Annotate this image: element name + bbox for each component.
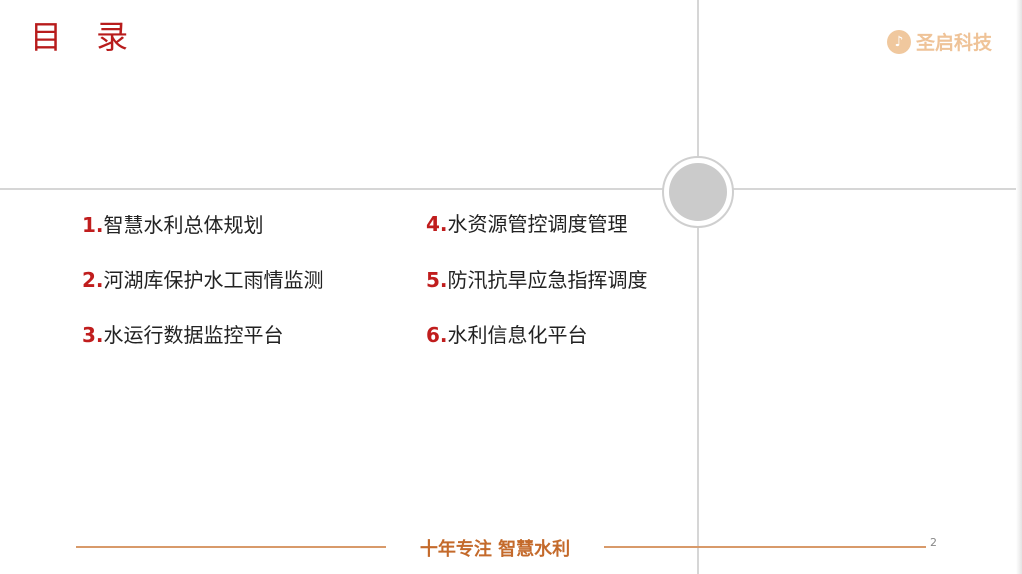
toc-item-2[interactable]: 2.河湖库保护水工雨情监测 xyxy=(82,264,324,293)
footer-line-right xyxy=(604,546,926,548)
toc-item-3[interactable]: 3.水运行数据监控平台 xyxy=(82,319,284,348)
toc-item-number: 5. xyxy=(426,268,448,292)
page-number: 2 xyxy=(930,536,937,549)
toc-item-number: 3. xyxy=(82,323,104,347)
toc-item-6[interactable]: 6.水利信息化平台 xyxy=(426,319,588,348)
toc-item-number: 6. xyxy=(426,323,448,347)
toc-item-label: 水利信息化平台 xyxy=(447,323,588,347)
toc-item-number: 4. xyxy=(426,212,448,236)
toc-item-4[interactable]: 4.水资源管控调度管理 xyxy=(426,208,628,237)
vertical-divider xyxy=(697,0,699,574)
page-title: 目 录 xyxy=(30,18,141,56)
center-circle-fill xyxy=(669,163,727,221)
toc-item-5[interactable]: 5.防汛抗旱应急指挥调度 xyxy=(426,264,648,293)
toc-item-label: 智慧水利总体规划 xyxy=(103,213,264,237)
footer-line-left xyxy=(76,546,386,548)
horizontal-divider xyxy=(0,188,1016,190)
toc-item-label: 水资源管控调度管理 xyxy=(447,212,628,236)
toc-item-label: 河湖库保护水工雨情监测 xyxy=(103,268,324,292)
toc-item-1[interactable]: 1.智慧水利总体规划 xyxy=(82,209,264,238)
logo-text: 圣启科技 xyxy=(916,32,993,54)
toc-item-label: 防汛抗旱应急指挥调度 xyxy=(447,268,648,292)
company-logo: ♪ 圣启科技 xyxy=(887,28,992,55)
right-edge-shadow xyxy=(1016,0,1022,574)
toc-item-number: 1. xyxy=(82,213,104,237)
toc-item-label: 水运行数据监控平台 xyxy=(103,323,284,347)
center-circle-ornament xyxy=(662,156,734,228)
gold-circle-logo-icon: ♪ xyxy=(887,29,911,54)
toc-item-number: 2. xyxy=(82,268,104,292)
footer-slogan: 十年专注 智慧水利 xyxy=(419,539,571,560)
